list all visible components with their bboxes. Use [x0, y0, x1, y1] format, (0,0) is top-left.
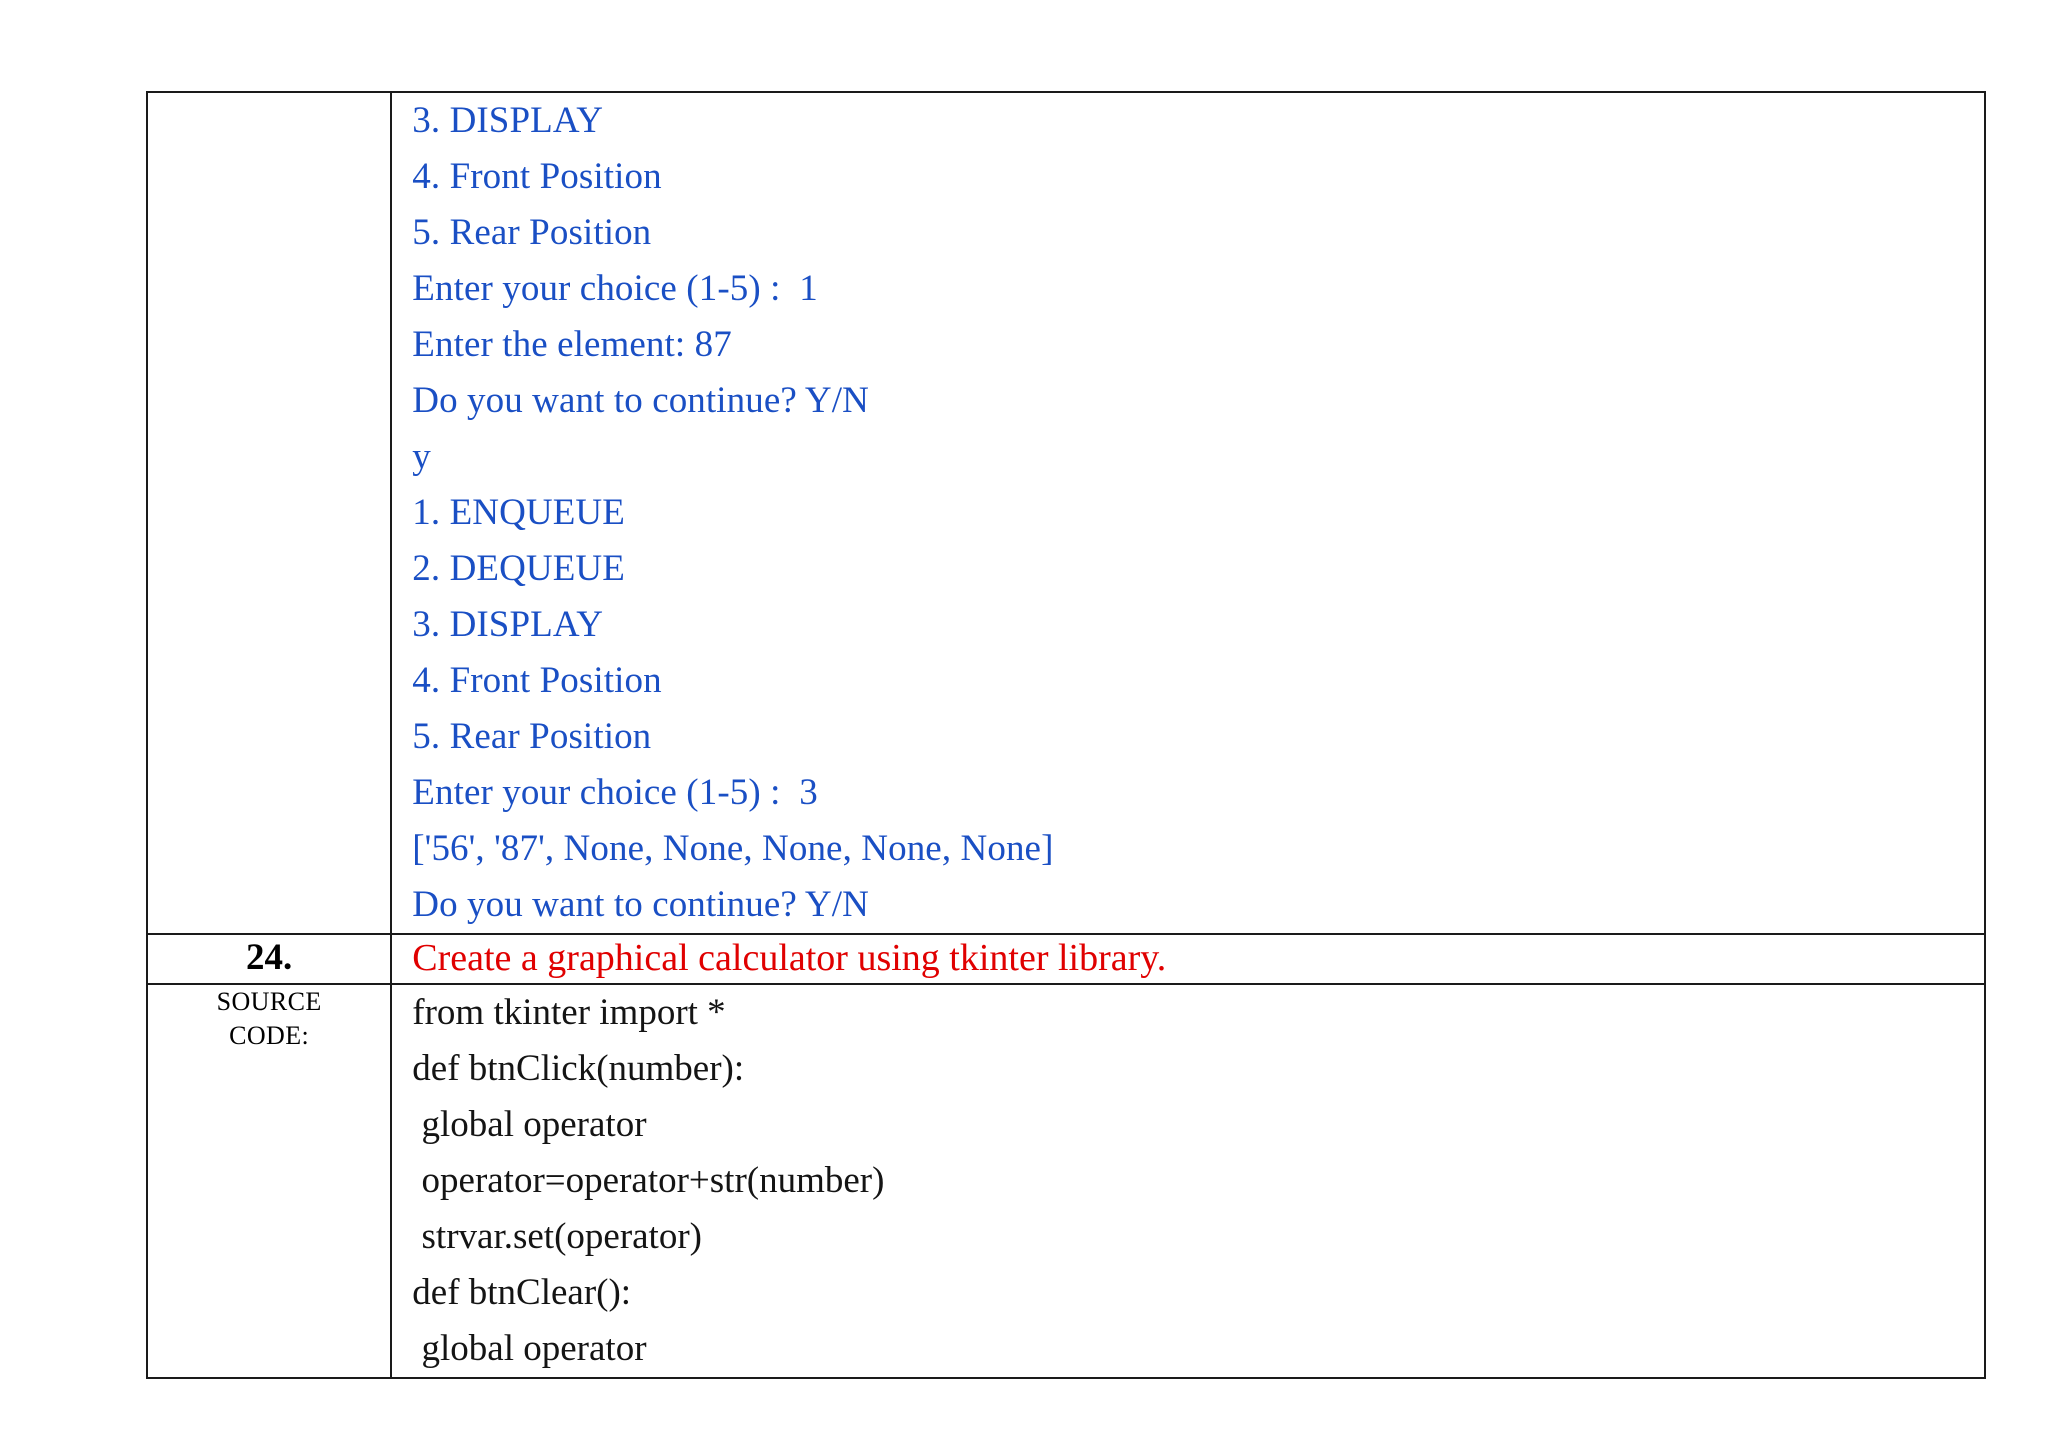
code-line: from tkinter import *	[412, 992, 726, 1033]
console-line: Do you want to continue? Y/N	[412, 380, 869, 421]
console-line: Enter your choice (1-5) : 3	[412, 772, 818, 813]
console-line: Enter the element: 87	[412, 324, 732, 365]
code-line: def btnClear():	[412, 1272, 632, 1313]
console-line: 2. DEQUEUE	[412, 548, 625, 589]
code-line: def btnClick(number):	[412, 1048, 745, 1089]
source-code-cell: from tkinter import * def btnClick(numbe…	[390, 983, 1986, 1379]
output-row-number-cell	[145, 91, 393, 935]
console-line: y	[412, 436, 431, 477]
console-line: 1. ENQUEUE	[412, 492, 625, 533]
code-line: operator=operator+str(number)	[412, 1160, 885, 1201]
table-row-question: 24. Create a graphical calculator using …	[145, 933, 1986, 985]
console-line: 3. DISPLAY	[412, 604, 604, 645]
question-number-cell: 24.	[145, 933, 393, 985]
question-title: Create a graphical calculator using tkin…	[412, 937, 1167, 979]
console-line: 5. Rear Position	[412, 212, 652, 253]
record-table: 3. DISPLAY 4. Front Position 5. Rear Pos…	[145, 91, 1986, 1379]
console-line: 5. Rear Position	[412, 716, 652, 757]
table-row-source-code: SOURCE CODE: from tkinter import * def b…	[145, 983, 1986, 1379]
console-line: Do you want to continue? Y/N	[412, 884, 869, 925]
code-line: strvar.set(operator)	[412, 1216, 702, 1257]
console-line: Enter your choice (1-5) : 1	[412, 268, 818, 309]
source-code-label-line-1: SOURCE	[216, 987, 322, 1016]
console-output-cell: 3. DISPLAY 4. Front Position 5. Rear Pos…	[390, 91, 1986, 935]
console-line: 4. Front Position	[412, 156, 662, 197]
console-line: ['56', '87', None, None, None, None, Non…	[412, 828, 1054, 869]
table-row-output: 3. DISPLAY 4. Front Position 5. Rear Pos…	[145, 91, 1986, 935]
question-title-cell: Create a graphical calculator using tkin…	[390, 933, 1986, 985]
source-code-label-line-2: CODE:	[229, 1021, 310, 1050]
console-line: 3. DISPLAY	[412, 100, 604, 141]
code-line: global operator	[412, 1104, 647, 1145]
code-line: global operator	[412, 1328, 647, 1369]
console-line: 4. Front Position	[412, 660, 662, 701]
source-code-label-cell: SOURCE CODE:	[145, 983, 393, 1379]
question-number: 24.	[246, 937, 293, 978]
